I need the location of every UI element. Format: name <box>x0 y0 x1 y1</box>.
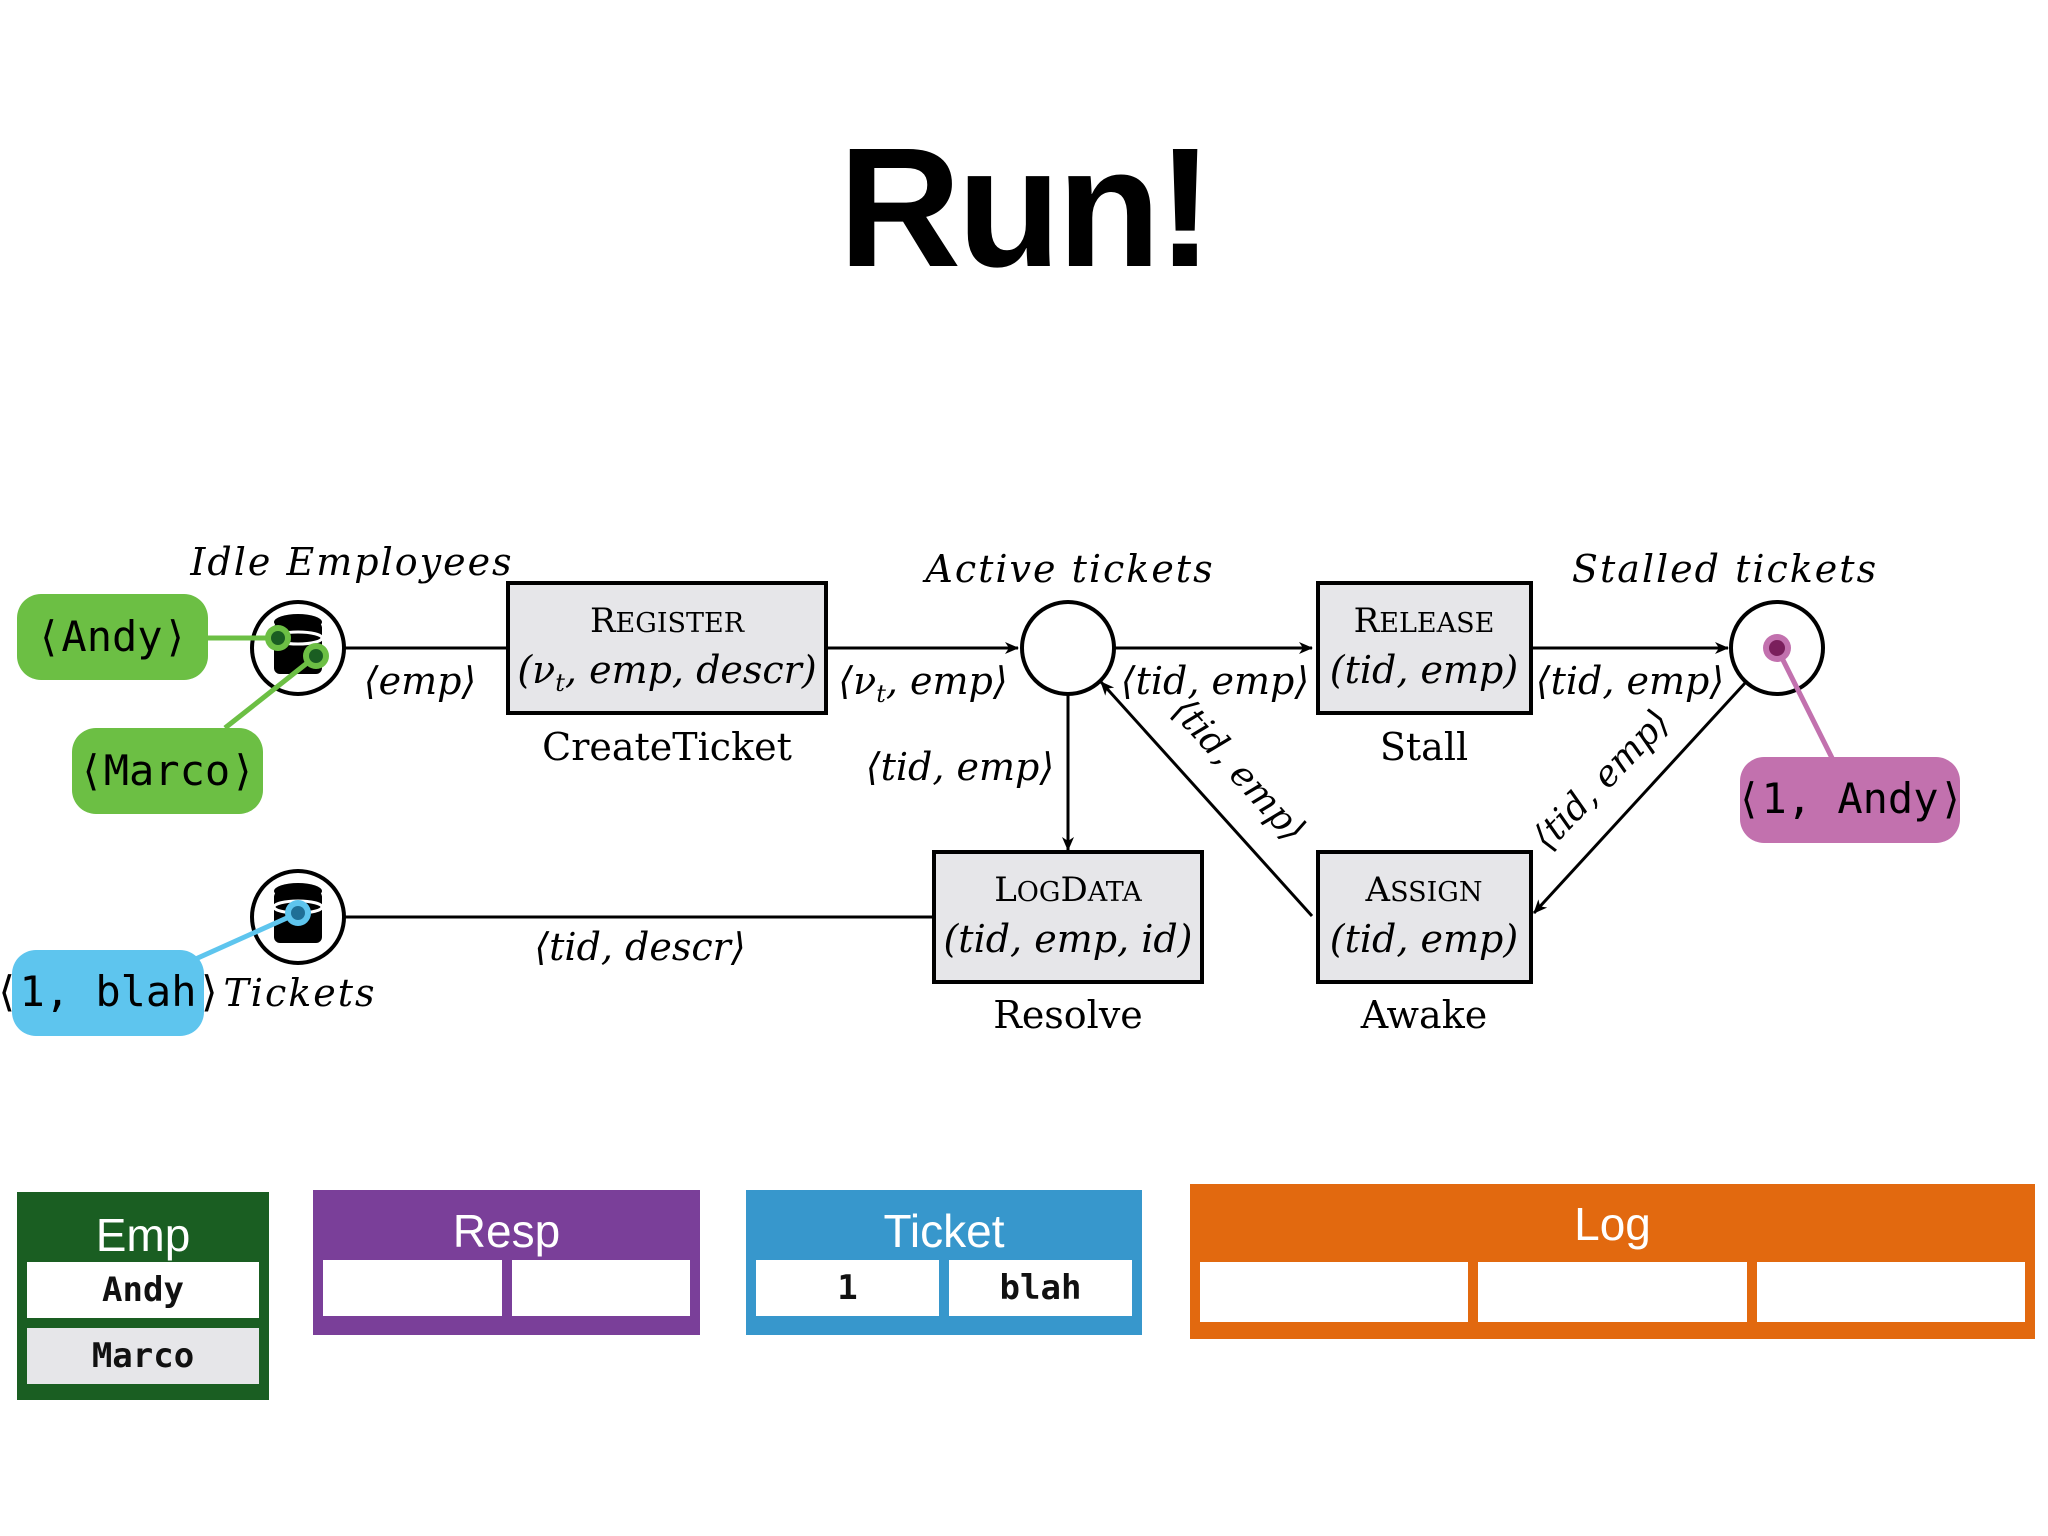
transition-args-logdata: (tid, emp, id) <box>943 917 1192 961</box>
table-log-title: Log <box>1574 1198 1651 1250</box>
arc-label-active-release: ⟨tid, emp⟩ <box>1121 659 1309 703</box>
arc-label-release-stalled: ⟨tid, emp⟩ <box>1536 659 1724 703</box>
token-dot-andy-core <box>271 631 285 645</box>
token-label-ticket: ⟨1, blah⟩ <box>0 967 222 1016</box>
table-ticket-cell-id: 1 <box>756 1260 939 1316</box>
token-ticket <box>12 950 204 1036</box>
place-label-idle: Idle Employees <box>189 540 513 584</box>
token-stalled <box>1740 757 1960 843</box>
transition-name-logdata: Resolve <box>993 993 1143 1037</box>
token-connector-marco <box>223 654 318 730</box>
token-dot-stalled-core <box>1769 640 1785 656</box>
table-log-cell <box>1756 1262 2025 1322</box>
transition-op-logdata: LOGDATA <box>994 870 1142 910</box>
transition-name-release: Stall <box>1380 725 1468 769</box>
token-andy <box>17 594 208 680</box>
table-resp: Resp <box>313 1190 700 1335</box>
transition-args-register: (νt, emp, descr) <box>517 648 816 697</box>
place-label-stalled: Stalled tickets <box>1572 547 1878 591</box>
transition-release <box>1316 581 1533 715</box>
table-log-cell <box>1478 1262 1747 1322</box>
arc-label-active-logdata: ⟨tid, emp⟩ <box>866 745 1054 789</box>
transition-assign <box>1316 850 1533 984</box>
table-emp-cell-marco: Marco <box>27 1328 259 1384</box>
table-log-cell <box>1200 1262 1469 1322</box>
transition-register <box>506 581 828 715</box>
table-resp-cell <box>511 1260 690 1316</box>
token-dot-ticket-core <box>291 906 305 920</box>
token-marco <box>72 728 263 814</box>
transition-args-release: (tid, emp) <box>1330 648 1518 692</box>
place-label-tickets: Tickets <box>223 971 376 1015</box>
table-emp-cell-andy: Andy <box>27 1262 259 1318</box>
arc-label-register-active: ⟨νt, emp⟩ <box>838 659 1007 708</box>
arc-label-logdata-tickets: ⟨tid, descr⟩ <box>534 925 745 969</box>
table-log: Log <box>1190 1184 2035 1339</box>
transition-op-assign: ASSIGN <box>1365 870 1483 910</box>
slide-title: Run! <box>838 113 1213 303</box>
table-ticket-cell-descr: blah <box>949 1260 1132 1316</box>
table-resp-title: Resp <box>452 1205 561 1257</box>
token-label-andy: ⟨Andy⟩ <box>36 612 188 661</box>
token-label-stalled: ⟨1, Andy⟩ <box>1736 774 1964 823</box>
table-emp-title: Emp <box>95 1209 191 1261</box>
place-label-active: Active tickets <box>922 547 1214 591</box>
table-ticket: Ticket 1 blah <box>746 1190 1142 1335</box>
transition-logdata <box>932 850 1204 984</box>
arc-label-idle-register: ⟨emp⟩ <box>364 659 477 703</box>
transition-name-assign: Awake <box>1360 993 1487 1037</box>
arc-stalled-assign <box>1532 680 1748 915</box>
transition-op-register: REGISTER <box>590 601 745 641</box>
token-connector-ticket <box>178 910 300 969</box>
transition-name-register: CreateTicket <box>542 725 792 769</box>
token-connector-stalled <box>1774 646 1835 760</box>
table-emp: Emp Andy Marco <box>17 1192 269 1400</box>
arc-assign-active <box>1099 680 1314 918</box>
token-label-marco: ⟨Marco⟩ <box>78 746 255 795</box>
token-dot-marco-core <box>309 649 323 663</box>
table-resp-cell <box>323 1260 502 1316</box>
transition-args-assign: (tid, emp) <box>1330 917 1518 961</box>
arc-label-assign-active: ⟨tid, emp⟩ <box>1164 690 1314 850</box>
table-ticket-title: Ticket <box>883 1205 1005 1257</box>
place-active-tickets <box>1020 600 1116 696</box>
transition-op-release: RELEASE <box>1354 601 1495 641</box>
